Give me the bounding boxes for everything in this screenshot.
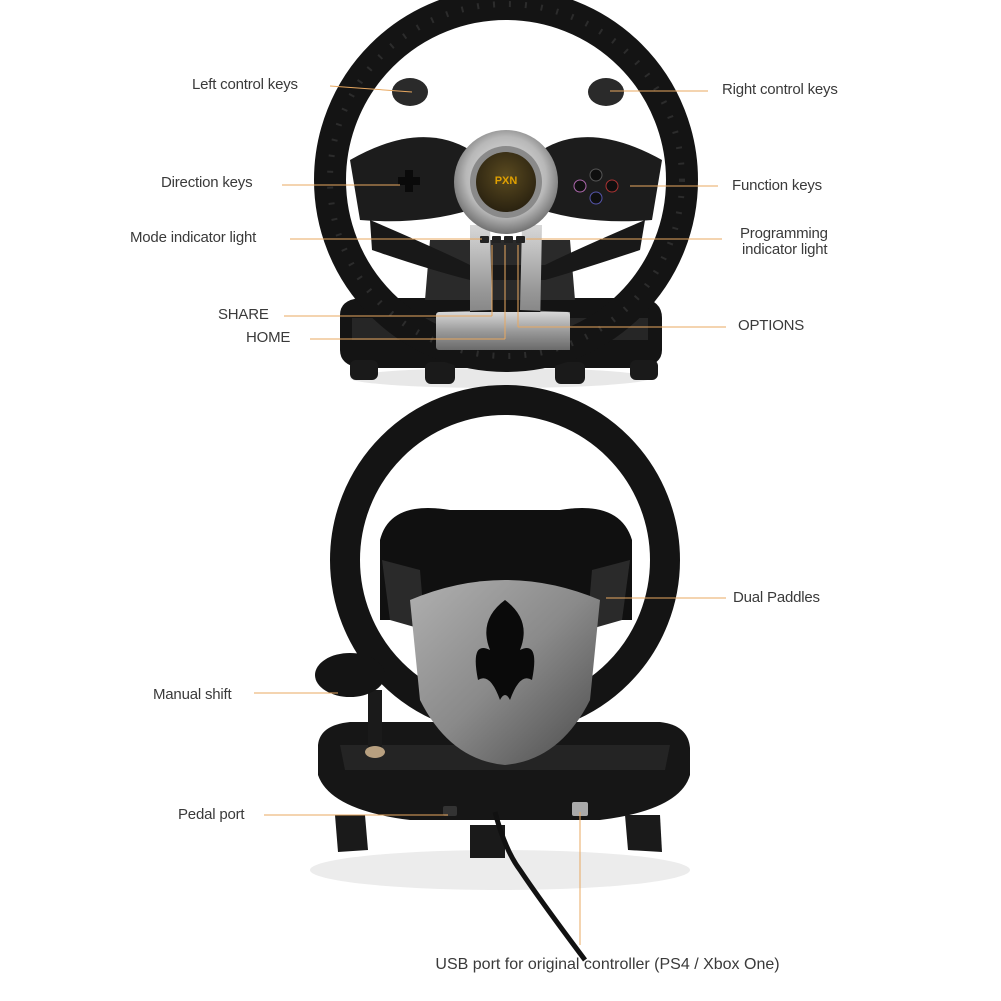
label-manual-shift: Manual shift bbox=[153, 686, 232, 703]
label-direction-keys: Direction keys bbox=[161, 174, 253, 191]
label-home: HOME bbox=[246, 329, 291, 346]
label-usb-port: USB port for original controller (PS4 / … bbox=[435, 956, 780, 973]
label-function-keys: Function keys bbox=[732, 177, 822, 194]
d-pad-icon bbox=[398, 170, 420, 192]
leader-lines bbox=[254, 85, 726, 945]
rear-view-wheel bbox=[310, 385, 690, 962]
label-pedal-port: Pedal port bbox=[178, 806, 245, 823]
label-dual-paddles: Dual Paddles bbox=[733, 589, 820, 606]
face-buttons-icon bbox=[573, 168, 619, 205]
label-left-control-keys: Left control keys bbox=[192, 76, 298, 93]
label-right-control-keys: Right control keys bbox=[722, 81, 838, 98]
front-view-wheel bbox=[314, 0, 698, 388]
label-programming-1: Programming bbox=[740, 225, 828, 242]
label-programming-2: indicator light bbox=[742, 241, 828, 258]
label-mode-indicator-light: Mode indicator light bbox=[130, 229, 257, 246]
pxn-logo: PXN bbox=[494, 175, 518, 187]
label-share: SHARE bbox=[218, 306, 269, 323]
label-options: OPTIONS bbox=[738, 317, 805, 334]
